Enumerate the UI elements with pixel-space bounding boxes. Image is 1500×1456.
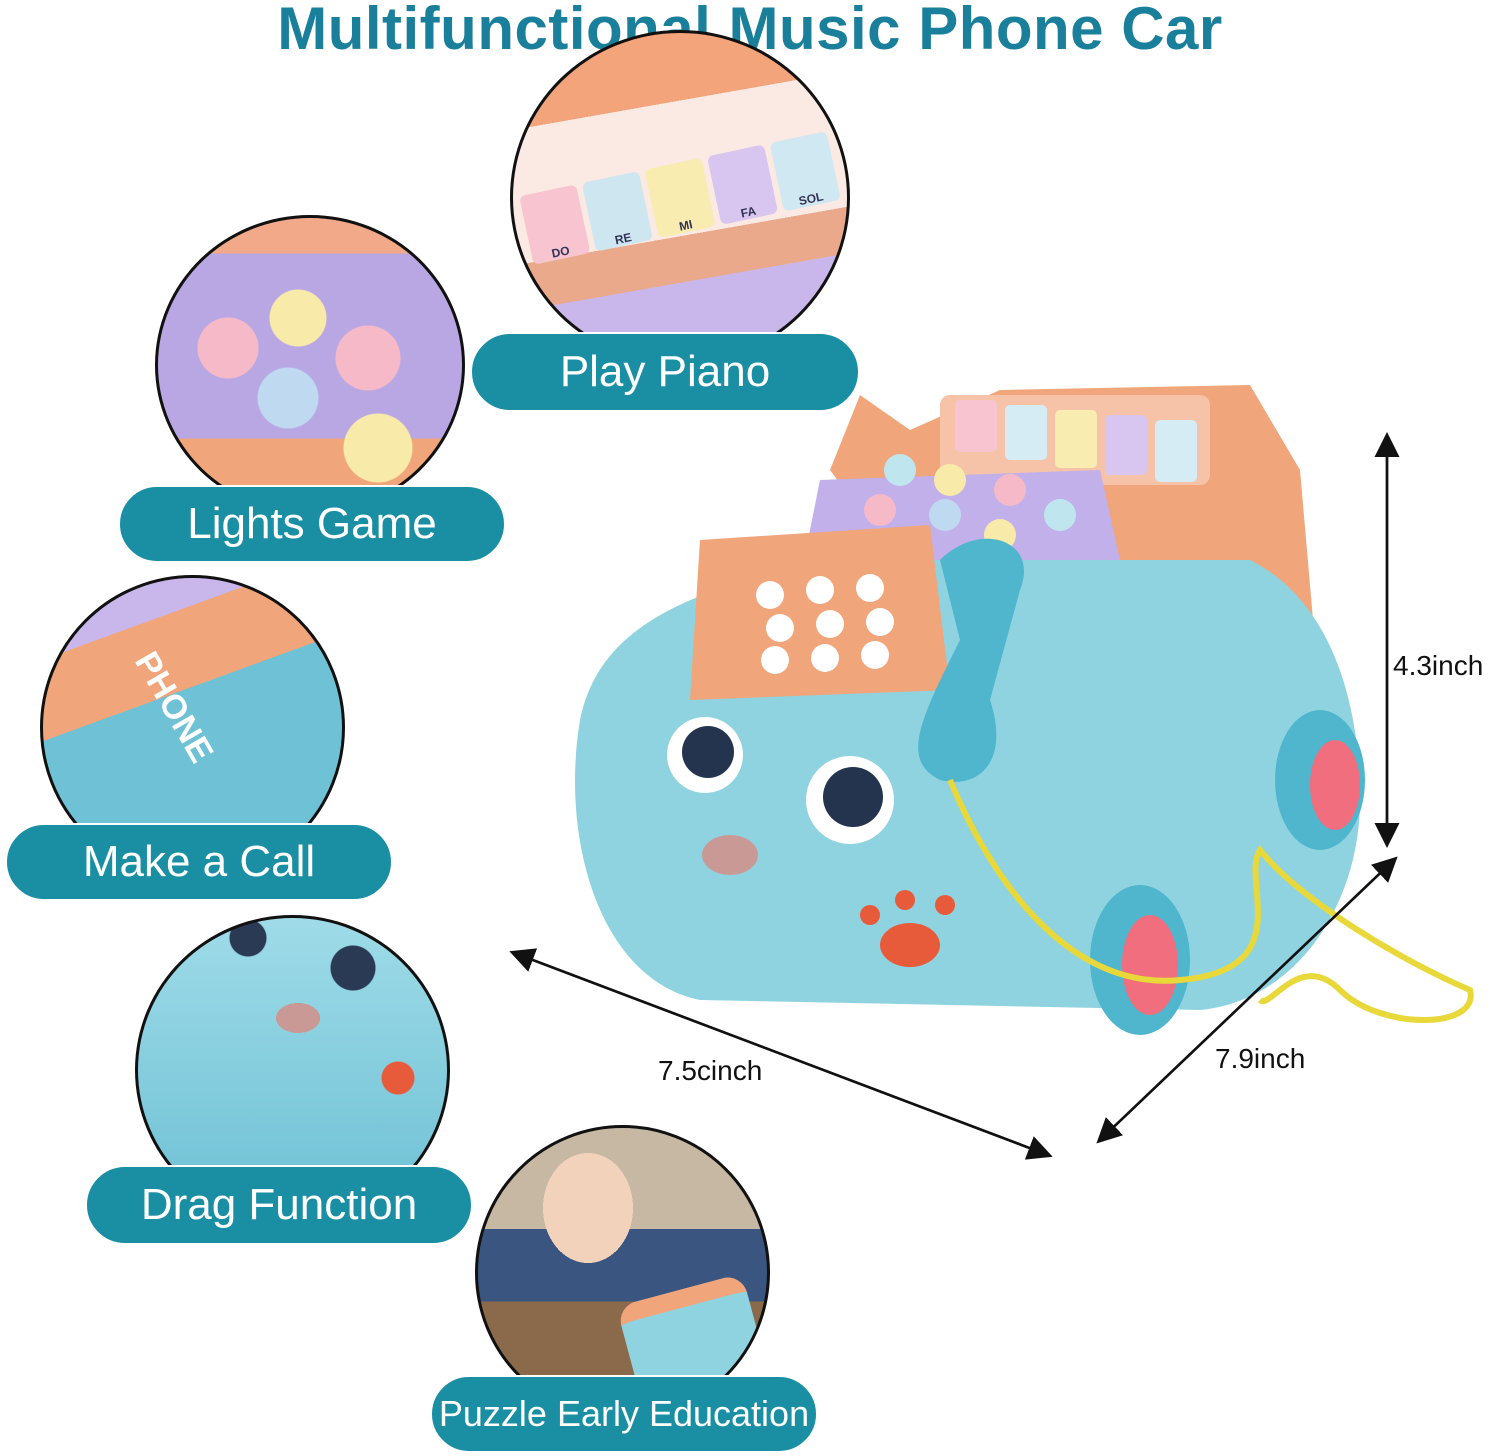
lights-closeup-image <box>155 215 465 515</box>
depth-dimension-label: 7.9inch <box>1215 1043 1306 1074</box>
width-dimension-label: 7.5cinch <box>658 1055 763 1086</box>
feature-label-lights-game: Lights Game <box>118 485 506 563</box>
piano-closeup-image: DO RE MI FA SOL <box>510 30 850 365</box>
feature-label-make-a-call: Make a Call <box>5 823 393 901</box>
height-dimension-label: 4.3inch <box>1393 650 1484 681</box>
feature-label-puzzle-early-education: Puzzle Early Education <box>430 1375 818 1453</box>
toy-car-image <box>575 385 1474 1035</box>
child-playing-photo <box>475 1125 770 1420</box>
feature-label-play-piano: Play Piano <box>470 332 860 412</box>
feature-label-drag-function: Drag Function <box>85 1165 473 1245</box>
